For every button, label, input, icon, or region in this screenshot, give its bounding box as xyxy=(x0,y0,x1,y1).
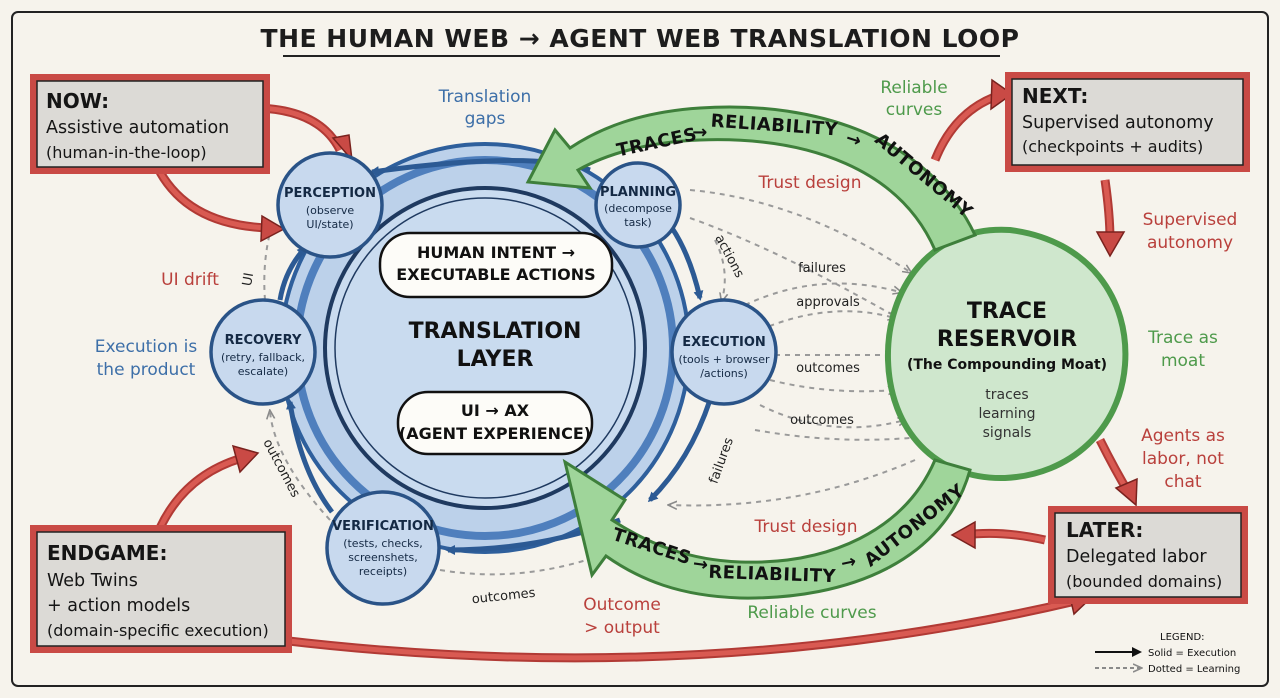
label-outcome-output-2: > output xyxy=(584,618,660,638)
label-supervised-autonomy-2: autonomy xyxy=(1147,233,1233,253)
flow-outcomes-bottom: outcomes xyxy=(471,586,536,608)
flow-failures-top: failures xyxy=(798,261,846,276)
label-trust-design-top: Trust design xyxy=(758,173,862,193)
flow-actions: actions xyxy=(711,232,746,281)
reservoir-m1: traces xyxy=(985,387,1028,403)
verification-sub1: (tests, checks, xyxy=(343,537,423,550)
planning-sub2: task) xyxy=(624,216,651,229)
label-trace-as-moat-1: Trace as xyxy=(1147,328,1218,348)
core-title-2: LAYER xyxy=(457,347,534,372)
label-reliable-curves-top-2: curves xyxy=(886,100,943,120)
endgame-line2: + action models xyxy=(47,596,190,616)
node-perception: PERCEPTION (observe UI/state) xyxy=(276,151,384,259)
ax-pill-line1: UI → AX xyxy=(461,401,530,420)
execution-title: EXECUTION xyxy=(682,335,766,350)
stage-next: NEXT: Supervised autonomy (checkpoints +… xyxy=(1005,72,1250,172)
reservoir-m3: signals xyxy=(983,425,1032,441)
endgame-line1: Web Twins xyxy=(47,571,138,591)
diagram-title: THE HUMAN WEB → AGENT WEB TRANSLATION LO… xyxy=(261,24,1020,53)
next-heading: NEXT: xyxy=(1022,84,1088,108)
translation-core-inner xyxy=(334,197,636,499)
later-line2: (bounded domains) xyxy=(1066,572,1222,591)
flow-ui: UI xyxy=(240,272,257,288)
reservoir-subtitle: (The Compounding Moat) xyxy=(907,357,1107,373)
label-trace-as-moat-2: moat xyxy=(1161,351,1205,371)
verification-sub3: receipts) xyxy=(359,565,407,578)
stage-later: LATER: Delegated labor (bounded domains) xyxy=(1048,506,1248,604)
verification-sub2: screenshets, xyxy=(348,551,418,564)
planning-title: PLANNING xyxy=(600,185,676,200)
flow-outcomes-2: outcomes xyxy=(790,413,854,428)
svg-text:→: → xyxy=(692,122,708,143)
legend-solid: Solid = Execution xyxy=(1148,648,1236,659)
next-line1: Supervised autonomy xyxy=(1022,113,1214,133)
legend: LEGEND: Solid = Execution Dotted = Learn… xyxy=(1095,632,1240,675)
recovery-title: RECOVERY xyxy=(225,333,302,348)
reservoir-m2: learning xyxy=(978,406,1035,422)
perception-title: PERCEPTION xyxy=(284,186,376,201)
node-planning: PLANNING (decompose task) xyxy=(594,161,682,249)
recovery-sub2: escalate) xyxy=(238,365,288,378)
label-outcome-output-1: Outcome xyxy=(583,595,661,615)
label-agents-labor-3: chat xyxy=(1164,472,1202,492)
outer-frame xyxy=(11,11,1269,687)
svg-text:→: → xyxy=(839,551,859,575)
stage-endgame: ENDGAME: Web Twins + action models (doma… xyxy=(30,525,292,653)
ax-pill xyxy=(396,390,594,456)
next-line2: (checkpoints + audits) xyxy=(1022,137,1203,156)
recovery-sub1: (retry, fallback, xyxy=(221,351,305,364)
perception-sub1: (observe xyxy=(306,204,355,217)
endgame-line3: (domain-specific execution) xyxy=(47,621,269,640)
flow-outcomes-left: outcomes xyxy=(259,437,302,501)
now-line2: (human-in-the-loop) xyxy=(46,143,207,162)
now-line1: Assistive automation xyxy=(46,118,229,138)
label-trust-design-bottom: Trust design xyxy=(754,517,858,537)
now-heading: NOW: xyxy=(46,89,109,113)
svg-text:→: → xyxy=(843,127,864,152)
verification-title: VERIFICATION xyxy=(332,519,434,534)
stage-now: NOW: Assistive automation (human-in-the-… xyxy=(30,74,270,174)
label-reliable-curves-top-1: Reliable xyxy=(880,78,947,98)
later-heading: LATER: xyxy=(1066,518,1143,542)
label-ui-drift: UI drift xyxy=(161,270,219,290)
label-execution-product-2: the product xyxy=(97,360,196,380)
core-title-1: TRANSLATION xyxy=(409,319,582,344)
ax-pill-line2: (AGENT EXPERIENCE) xyxy=(399,424,591,443)
learning-flows xyxy=(263,189,920,576)
reservoir-line2: RESERVOIR xyxy=(937,327,1077,352)
label-execution-product-1: Execution is xyxy=(95,337,198,357)
intent-pill-line1: HUMAN INTENT → xyxy=(417,243,575,262)
band-bottom-w2: RELIABILITY xyxy=(708,562,837,587)
flow-failures-diag: failures xyxy=(706,436,737,486)
label-reliable-curves-bottom: Reliable curves xyxy=(747,603,876,623)
label-agents-labor-2: labor, not xyxy=(1142,449,1224,469)
later-line1: Delegated labor xyxy=(1066,547,1207,567)
node-execution: EXECUTION (tools + browser /actions) xyxy=(670,298,778,406)
node-verification: VERIFICATION (tests, checks, screenshets… xyxy=(325,490,441,606)
label-supervised-autonomy-1: Supervised xyxy=(1143,210,1238,230)
reservoir-line1: TRACE xyxy=(967,299,1047,324)
endgame-heading: ENDGAME: xyxy=(47,541,167,565)
label-agents-labor-1: Agents as xyxy=(1141,426,1225,446)
label-translation-gaps-1: Translation xyxy=(438,87,532,107)
legend-dotted: Dotted = Learning xyxy=(1148,664,1240,675)
execution-sub2: /actions) xyxy=(700,367,748,380)
svg-text:→: → xyxy=(692,553,710,576)
execution-sub1: (tools + browser xyxy=(678,353,770,366)
flow-approvals: approvals xyxy=(796,295,860,310)
node-recovery: RECOVERY (retry, fallback, escalate) xyxy=(209,298,317,406)
perception-sub2: UI/state) xyxy=(306,218,353,231)
planning-sub1: (decompose xyxy=(604,202,672,215)
intent-pill-line2: EXECUTABLE ACTIONS xyxy=(396,265,595,284)
label-translation-gaps-2: gaps xyxy=(465,109,506,129)
intent-pill xyxy=(378,231,614,299)
flow-outcomes-1: outcomes xyxy=(796,361,860,376)
legend-title: LEGEND: xyxy=(1160,632,1205,643)
trace-reservoir: TRACE RESERVOIR (The Compounding Moat) t… xyxy=(884,226,1129,482)
